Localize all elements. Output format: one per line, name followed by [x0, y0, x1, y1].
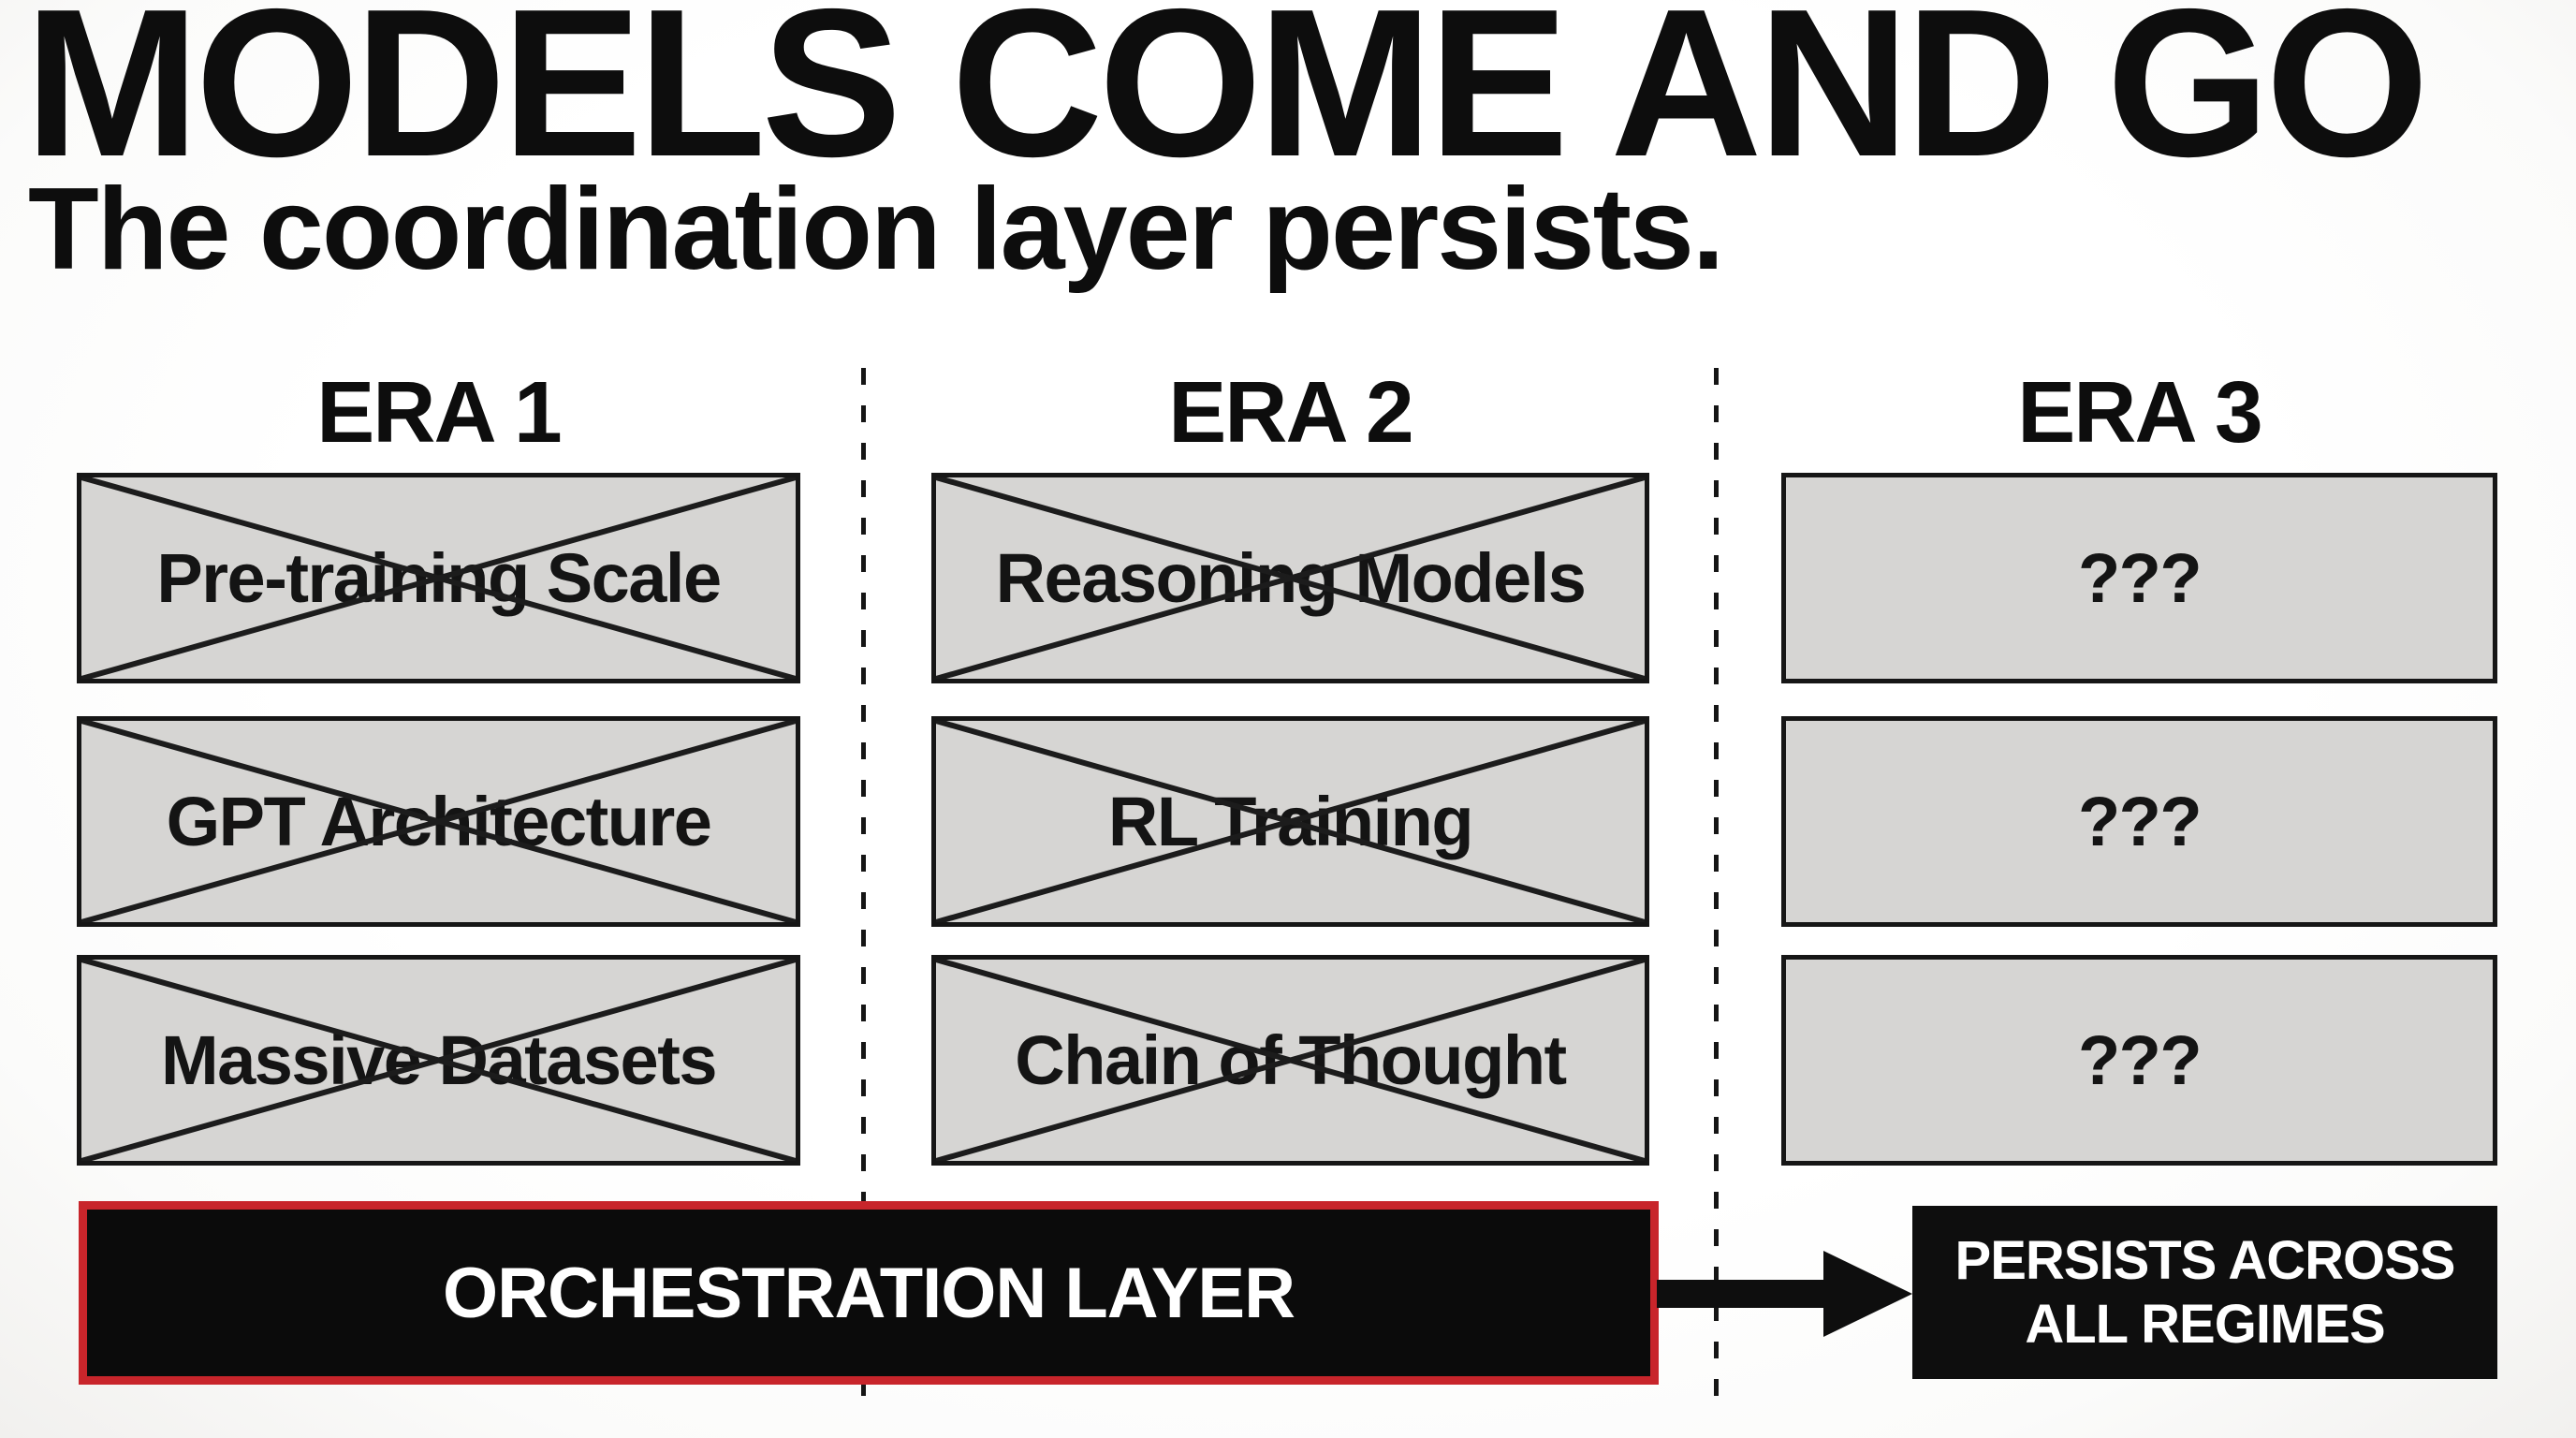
- era3-box-unknown-3: ???: [1781, 955, 2497, 1166]
- x-cross-icon: [936, 477, 1645, 679]
- column-divider-dashed-line-1: [861, 368, 866, 1396]
- arrow-right-icon: [1823, 1251, 1912, 1337]
- x-cross-icon: [81, 721, 796, 922]
- era3-box-unknown-2: ???: [1781, 716, 2497, 927]
- box-label: ???: [2077, 783, 2203, 860]
- persists-across-regimes-box: PERSISTS ACROSS ALL REGIMES: [1912, 1206, 2497, 1379]
- era2-box-rl-training: RL Training: [931, 716, 1649, 927]
- arrow-shaft: [1657, 1280, 1827, 1308]
- box-label: ???: [2077, 539, 2203, 617]
- era-2-header: ERA 2: [1168, 362, 1413, 461]
- era2-box-chain-of-thought: Chain of Thought: [931, 955, 1649, 1166]
- era2-box-reasoning-models: Reasoning Models: [931, 473, 1649, 683]
- persists-line-1: PERSISTS ACROSS: [1954, 1229, 2456, 1291]
- column-era-3: ERA 3 ??? ??? ???: [1781, 0, 2497, 1438]
- era1-box-gpt-architecture: GPT Architecture: [77, 716, 800, 927]
- x-cross-icon: [81, 960, 796, 1161]
- x-cross-icon: [81, 477, 796, 679]
- orchestration-layer-label: ORCHESTRATION LAYER: [443, 1253, 1295, 1333]
- box-label: ???: [2077, 1021, 2203, 1099]
- era3-box-unknown-1: ???: [1781, 473, 2497, 683]
- column-era-1: ERA 1 Pre-training Scale GPT Architectur…: [77, 0, 800, 1438]
- era1-box-massive-datasets: Massive Datasets: [77, 955, 800, 1166]
- column-divider-dashed-line-2: [1714, 368, 1719, 1396]
- orchestration-layer-bar: ORCHESTRATION LAYER: [79, 1201, 1659, 1385]
- x-cross-icon: [936, 721, 1645, 922]
- page-title: MODELS COME AND GO: [24, 0, 2429, 200]
- column-era-2: ERA 2 Reasoning Models RL Training Chain…: [931, 0, 1649, 1438]
- era1-box-pretraining-scale: Pre-training Scale: [77, 473, 800, 683]
- era-3-header: ERA 3: [2017, 362, 2262, 461]
- persists-line-2: ALL REGIMES: [2025, 1293, 2385, 1355]
- page-subtitle: The coordination layer persists.: [28, 165, 1724, 294]
- x-cross-icon: [936, 960, 1645, 1161]
- era-1-header: ERA 1: [316, 362, 562, 461]
